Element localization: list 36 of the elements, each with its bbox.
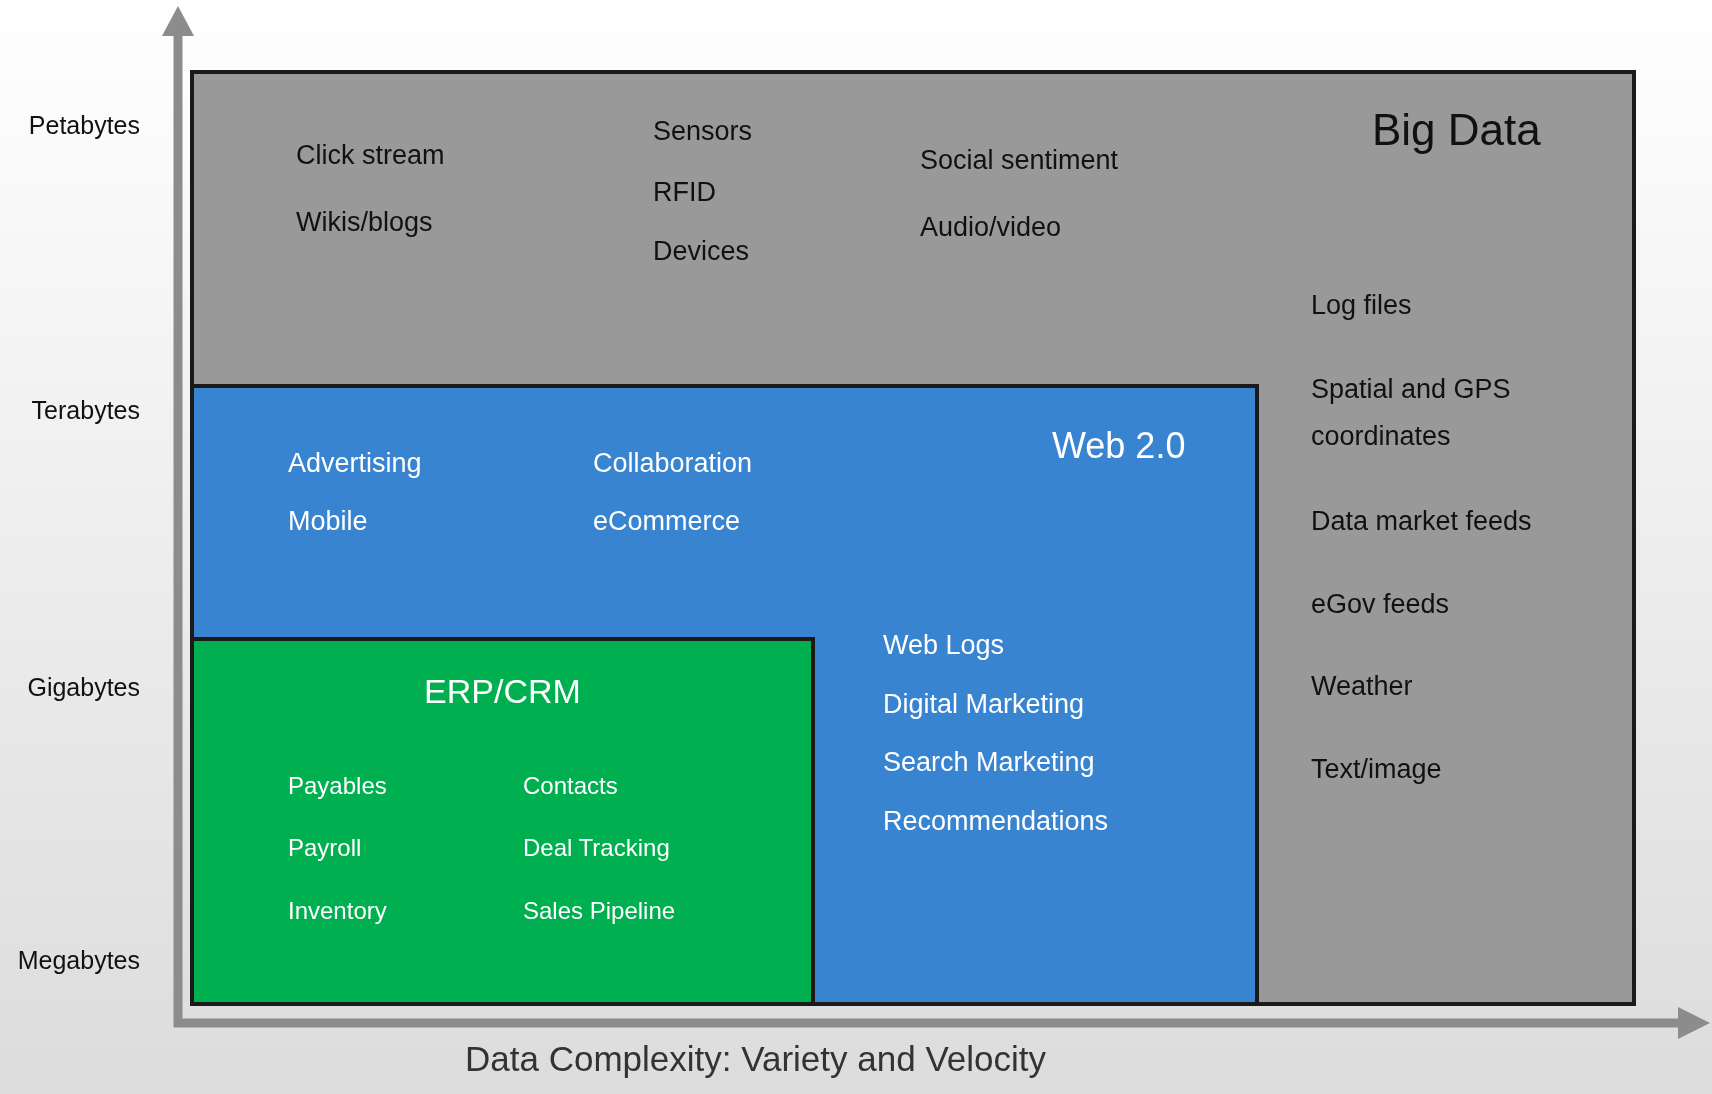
- data-source-label: Payables: [288, 771, 387, 801]
- category-title: Big Data: [1372, 103, 1541, 156]
- data-source-label: RFID: [653, 176, 716, 210]
- category-title: ERP/CRM: [423, 671, 582, 713]
- data-source-label: Payroll: [288, 833, 362, 863]
- data-source-label: Devices: [653, 235, 750, 269]
- data-source-label: Log files: [1311, 289, 1412, 323]
- data-source-label: Contacts: [523, 771, 618, 801]
- category-box: [190, 70, 1636, 1006]
- data-source-label: Inventory: [288, 896, 387, 926]
- data-source-label: Collaboration: [593, 447, 753, 481]
- data-source-label: Audio/video: [920, 211, 1062, 245]
- data-source-label: Spatial and GPS coordinates: [1311, 372, 1512, 453]
- data-source-label: Sales Pipeline: [523, 896, 676, 926]
- data-source-label: Web Logs: [883, 629, 1005, 663]
- axis-tick-label: Terabytes: [31, 395, 140, 427]
- category-title: Web 2.0: [1052, 423, 1186, 468]
- axis-tick-label: Gigabytes: [27, 672, 140, 704]
- data-source-label: Recommendations: [883, 805, 1109, 839]
- data-source-label: Mobile: [288, 505, 368, 539]
- data-source-label: Click stream: [296, 139, 445, 173]
- data-source-label: Digital Marketing: [883, 688, 1085, 722]
- data-source-label: Wikis/blogs: [296, 206, 433, 240]
- data-source-label: Advertising: [288, 447, 422, 481]
- data-source-label: eGov feeds: [1311, 588, 1450, 622]
- data-source-label: Deal Tracking: [523, 833, 670, 863]
- axis-tick-label: Petabytes: [28, 110, 140, 142]
- data-source-label: eCommerce: [593, 505, 741, 539]
- data-source-label: Data market feeds: [1311, 505, 1532, 539]
- data-source-label: Search Marketing: [883, 746, 1095, 780]
- data-source-label: Text/image: [1311, 753, 1442, 787]
- axis-tick-label: Megabytes: [17, 945, 140, 977]
- axis-title: Data Complexity: Variety and Velocity: [465, 1038, 1046, 1080]
- data-source-label: Sensors: [653, 115, 753, 149]
- data-source-label: Social sentiment: [920, 144, 1119, 178]
- data-source-label: Weather: [1311, 670, 1413, 704]
